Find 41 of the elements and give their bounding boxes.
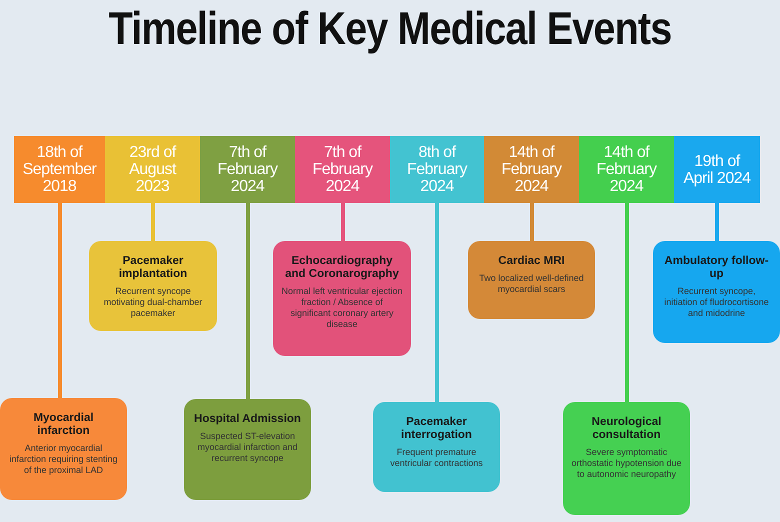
event-card xyxy=(89,241,217,331)
event-heading: Pacemaker interrogation xyxy=(400,416,473,442)
date-box: 18th of September 2018 xyxy=(14,136,105,203)
date-box: 23rd of August 2023 xyxy=(105,136,200,203)
date-box: 19th of April 2024 xyxy=(674,136,760,203)
connector-line xyxy=(530,203,534,241)
event-description: Recurrent syncope motivating dual-chamber pacemaker xyxy=(102,286,204,319)
date-box: 7th of February 2024 xyxy=(200,136,295,203)
event-description: Suspected ST-elevation myocardial infarction and recurrent syncope xyxy=(196,431,299,464)
event-card xyxy=(184,399,311,500)
event-heading: Ambulatory follow-up xyxy=(663,255,770,281)
event-card xyxy=(653,241,780,343)
event-card xyxy=(0,398,127,500)
connector-line xyxy=(715,203,719,241)
date-box: 14th of February 2024 xyxy=(579,136,674,203)
connector-line xyxy=(341,203,345,241)
event-heading: Pacemaker implantation xyxy=(118,255,188,281)
event-heading: Cardiac MRI xyxy=(498,255,565,268)
event-card xyxy=(273,241,411,356)
event-description: Recurrent syncope, initiation of fludrocortisone and midodrine xyxy=(663,286,770,319)
date-box: 7th of February 2024 xyxy=(295,136,390,203)
event-description: Anterior myocardial infarction requiring stenting of the proximal LAD xyxy=(8,443,119,476)
event-description: Severe symptomatic orthostatic hypotension due to autonomic neuropathy xyxy=(571,447,682,480)
connector-line xyxy=(625,203,629,402)
event-heading: Myocardial infarction xyxy=(32,412,95,438)
connector-line xyxy=(58,203,62,398)
event-card xyxy=(373,402,500,492)
connector-line xyxy=(435,203,439,402)
connector-line xyxy=(246,203,250,399)
date-box: 8th of February 2024 xyxy=(390,136,484,203)
event-description: Normal left ventricular ejection fraction / Absence of significant coronary artery disease xyxy=(281,286,403,330)
title: Timeline of Key Medical Events xyxy=(108,1,672,56)
date-box: 14th of February 2024 xyxy=(484,136,579,203)
event-description: Frequent premature ventricular contractions xyxy=(389,447,484,469)
event-heading: Echocardiography and Coronarography xyxy=(284,255,400,281)
event-heading: Neurological consultation xyxy=(590,416,662,442)
event-card xyxy=(468,241,595,319)
connector-line xyxy=(151,203,155,241)
event-description: Two localized well-defined myocardial scars xyxy=(478,273,585,295)
event-card xyxy=(563,402,690,515)
event-heading: Hospital Admission xyxy=(194,413,301,426)
